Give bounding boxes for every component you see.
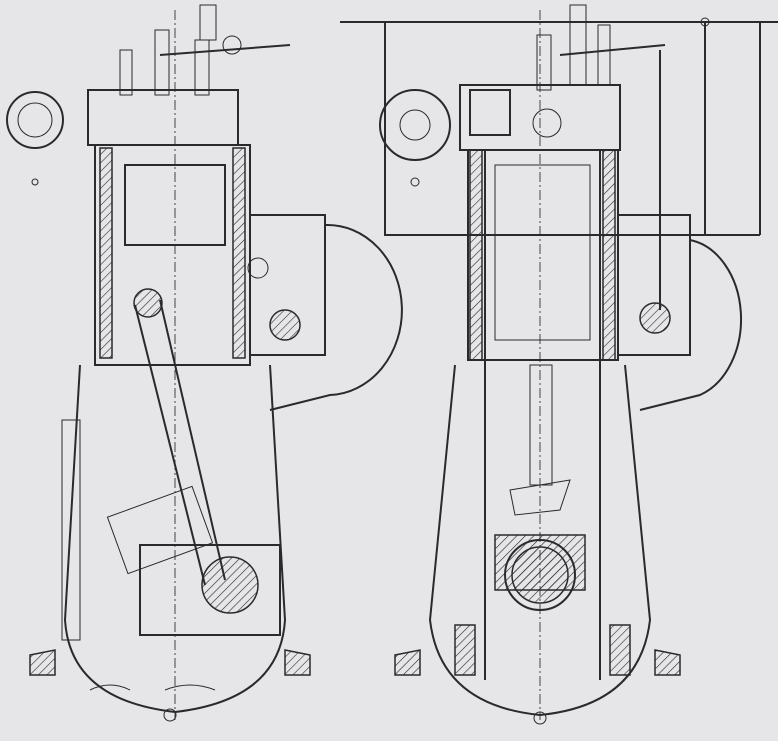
cylinder-head-left xyxy=(87,89,239,146)
exhaust-pipe-right xyxy=(379,89,451,161)
frame-rail xyxy=(340,21,778,236)
crankcase-right xyxy=(428,364,652,717)
connecting-rod-left xyxy=(159,299,226,581)
cylinder-block-right xyxy=(467,149,619,361)
exhaust-pipe-left xyxy=(6,91,64,149)
crank-pin-left xyxy=(201,556,259,614)
piston-left xyxy=(124,164,226,246)
left-section-view xyxy=(6,4,403,722)
crankshaft-right xyxy=(504,539,576,611)
piston-right xyxy=(494,164,591,341)
right-section-view xyxy=(340,4,778,725)
cylinder-block-left xyxy=(94,144,251,366)
